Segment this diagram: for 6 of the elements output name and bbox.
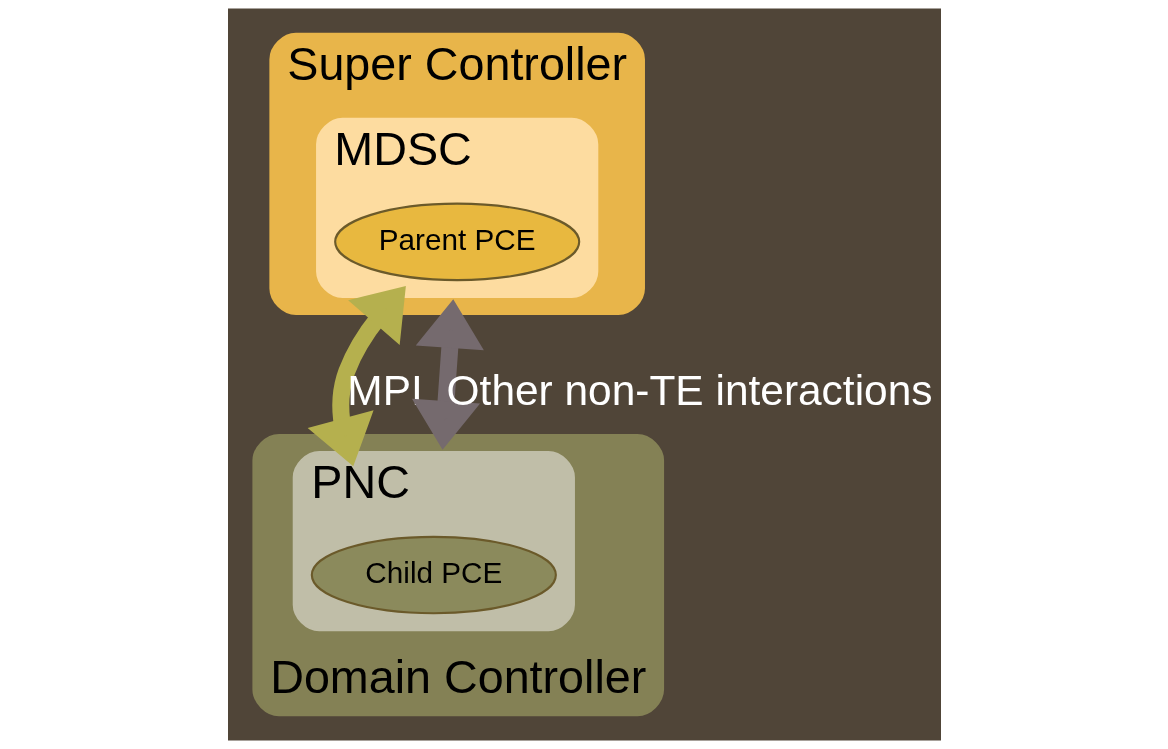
edge-label: Other non-TE interactions	[446, 367, 932, 415]
arrow	[307, 285, 406, 467]
node-ellipse: Child PCE	[310, 535, 557, 615]
node-ellipse: Parent PCE	[333, 202, 580, 282]
edge-label: MPI	[346, 367, 423, 415]
arrow	[411, 299, 484, 450]
